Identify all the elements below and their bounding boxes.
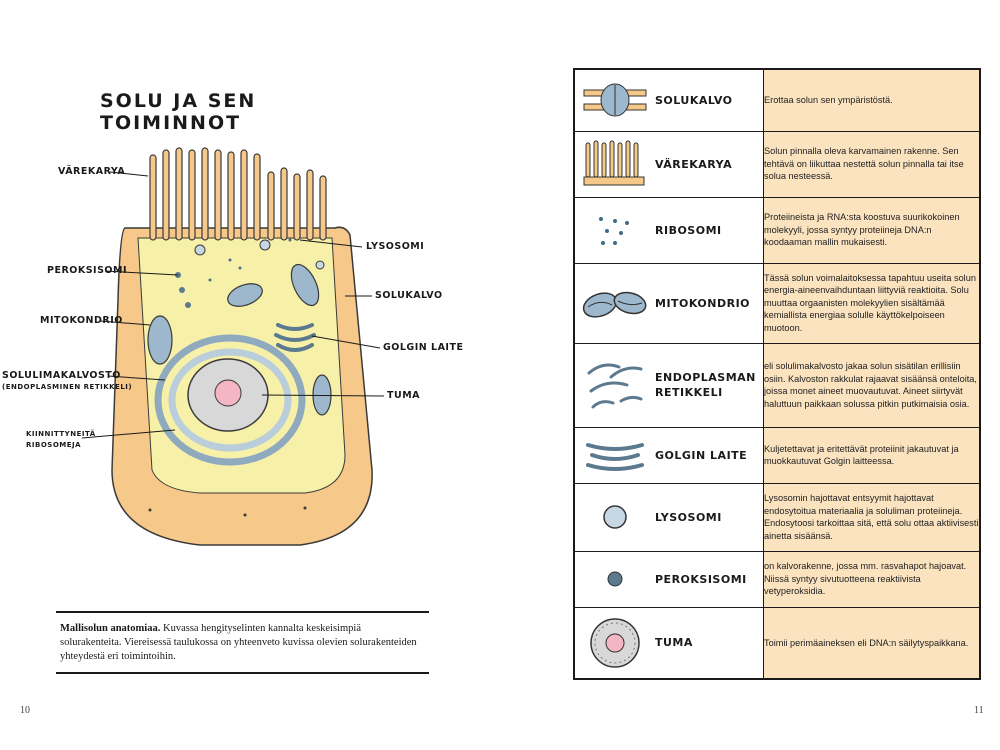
label-solulimakalvosto: SOLULIMAKALVOSTO [2, 370, 121, 381]
lysosome-group [194, 239, 325, 270]
cilia-icon [575, 139, 655, 189]
endoplasmic-reticulum [154, 334, 306, 466]
page-number-right: 11 [974, 705, 984, 716]
right-page: SOLUKALVO Erottaa solun sen ympäristöstä… [500, 0, 1000, 750]
endoplasmic-reticulum-icon [575, 355, 655, 415]
cell-illustration [81, 147, 385, 546]
label-ribosomeja: RIBOSOMEJA [26, 441, 82, 449]
row-description: Lysosomin hajottavat entsyymit hajottava… [763, 482, 981, 552]
nucleus-icon [575, 615, 655, 671]
row-name: VÄREKARYA [655, 157, 733, 171]
row-name: TUMA [655, 636, 693, 650]
table-row: MITOKONDRIO Tässä solun voimalaitoksessa… [573, 262, 981, 344]
label-peroksisomi: PEROKSISOMI [47, 265, 127, 276]
membrane-icon [575, 82, 655, 118]
cilia-group [149, 147, 327, 241]
lysosome-icon [575, 502, 655, 532]
row-description: on kalvorakenne, jossa mm. rasvahapot ha… [763, 550, 981, 608]
row-name-line2: RETIKKELI [655, 386, 723, 399]
base-dots [148, 506, 307, 517]
label-golgin-laite: GOLGIN LAITE [383, 342, 464, 353]
structure-table: SOLUKALVO Erottaa solun sen ympäristöstä… [573, 68, 981, 680]
page-title: SOLU JA SEN TOIMINNOT [100, 90, 257, 134]
table-row: VÄREKARYA Solun pinnalla oleva karvamain… [573, 130, 981, 198]
leader-lines [81, 171, 385, 439]
mitochondria-icon [575, 283, 655, 323]
label-tuma: TUMA [387, 390, 421, 401]
label-solukalvo: SOLUKALVO [375, 290, 443, 301]
table-row: SOLUKALVO Erottaa solun sen ympäristöstä… [573, 68, 981, 132]
golgi-icon [575, 435, 655, 475]
table-row: GOLGIN LAITE Kuljetettavat ja eritettävä… [573, 426, 981, 484]
row-name: MITOKONDRIO [655, 296, 751, 310]
table-row: TUMA Toimii perimäaineksen eli DNA:n säi… [573, 606, 981, 680]
table-row: ENDOPLASMAN RETIKKELI eli solulimakalvost… [573, 342, 981, 428]
caption-title: Mallisolun anatomiaa. [60, 623, 161, 634]
row-description: Tässä solun voimalaitoksessa tapahtuu us… [763, 262, 981, 344]
page-number-left: 10 [20, 705, 30, 716]
caption-body: Kuvassa hengityselinten kannalta keskeis… [60, 623, 417, 662]
nucleolus [214, 379, 242, 407]
row-name: ENDOPLASMAN [655, 371, 756, 384]
row-name: SOLUKALVO [655, 93, 733, 107]
figure-caption: Mallisolun anatomiaa. Kuvassa hengitysel… [56, 611, 429, 674]
row-name: PEROKSISOMI [655, 572, 747, 586]
row-description: Kuljetettavat ja eritettävät proteiinit … [763, 426, 981, 484]
golgi-apparatus [274, 323, 316, 352]
row-description: Erottaa solun sen ympäristöstä. [763, 68, 981, 132]
label-lysosomi: LYSOSOMI [366, 241, 425, 252]
row-name: GOLGIN LAITE [655, 448, 748, 462]
row-description: Proteiineista ja RNA:sta koostuva suuri­… [763, 196, 981, 264]
label-endoplasminen: (ENDOPLASMINEN RETIKKELI) [2, 383, 133, 391]
row-name: LYSOSOMI [655, 510, 722, 524]
row-description: Solun pinnalla oleva karvamainen rakenne… [763, 130, 981, 198]
table-row: PEROKSISOMI on kalvorakenne, jossa mm. r… [573, 550, 981, 608]
label-mitokondrio: MITOKONDRIO [40, 315, 123, 326]
table-row: RIBOSOMI Proteiineista ja RNA:sta koostu… [573, 196, 981, 264]
ribosome-icon [575, 213, 655, 247]
ribosome-dots [208, 238, 292, 282]
left-page: SOLU JA SEN TOIMINNOT [2, 90, 464, 716]
row-name: RIBOSOMI [655, 223, 722, 237]
peroxisome-icon [575, 567, 655, 591]
row-description: eli solulimakalvosto jakaa solun sisätil… [763, 342, 981, 428]
label-varekarya: VÄREKARYA [58, 166, 126, 177]
row-description: Toimii perimäaineksen eli DNA:n säilytys… [763, 606, 981, 680]
label-kiinnittyneita: KIINNITTYNEITÄ [26, 430, 96, 438]
table-row: LYSOSOMI Lysosomin hajottavat entsyymit … [573, 482, 981, 552]
